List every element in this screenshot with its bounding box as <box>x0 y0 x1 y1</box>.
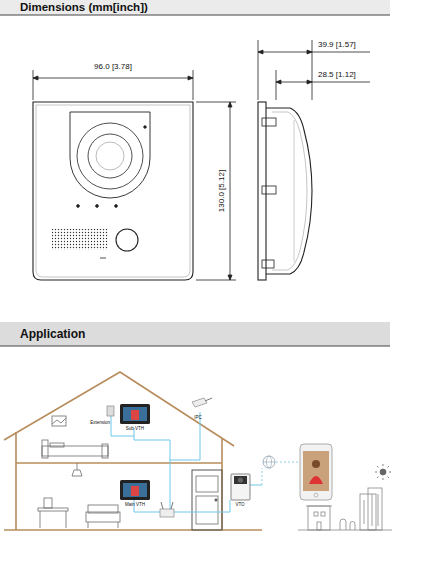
device-label: IPC <box>194 416 202 421</box>
dimension-label: 39.9 [1.57] <box>318 41 356 49</box>
device-label: Sub VTH <box>126 427 144 432</box>
section-heading: Dimensions (mm[inch]) <box>20 2 148 14</box>
dimension-label: 28.5 [1.12] <box>318 71 356 79</box>
dimension-label: 130.0 [5.12] <box>218 170 226 212</box>
dimension-label: 96.0 [3.78] <box>94 63 132 71</box>
device-label: Main VTH <box>125 503 145 508</box>
section-heading: Application <box>20 328 85 340</box>
device-label: Extension <box>90 421 110 426</box>
device-label: VTO <box>235 503 244 508</box>
